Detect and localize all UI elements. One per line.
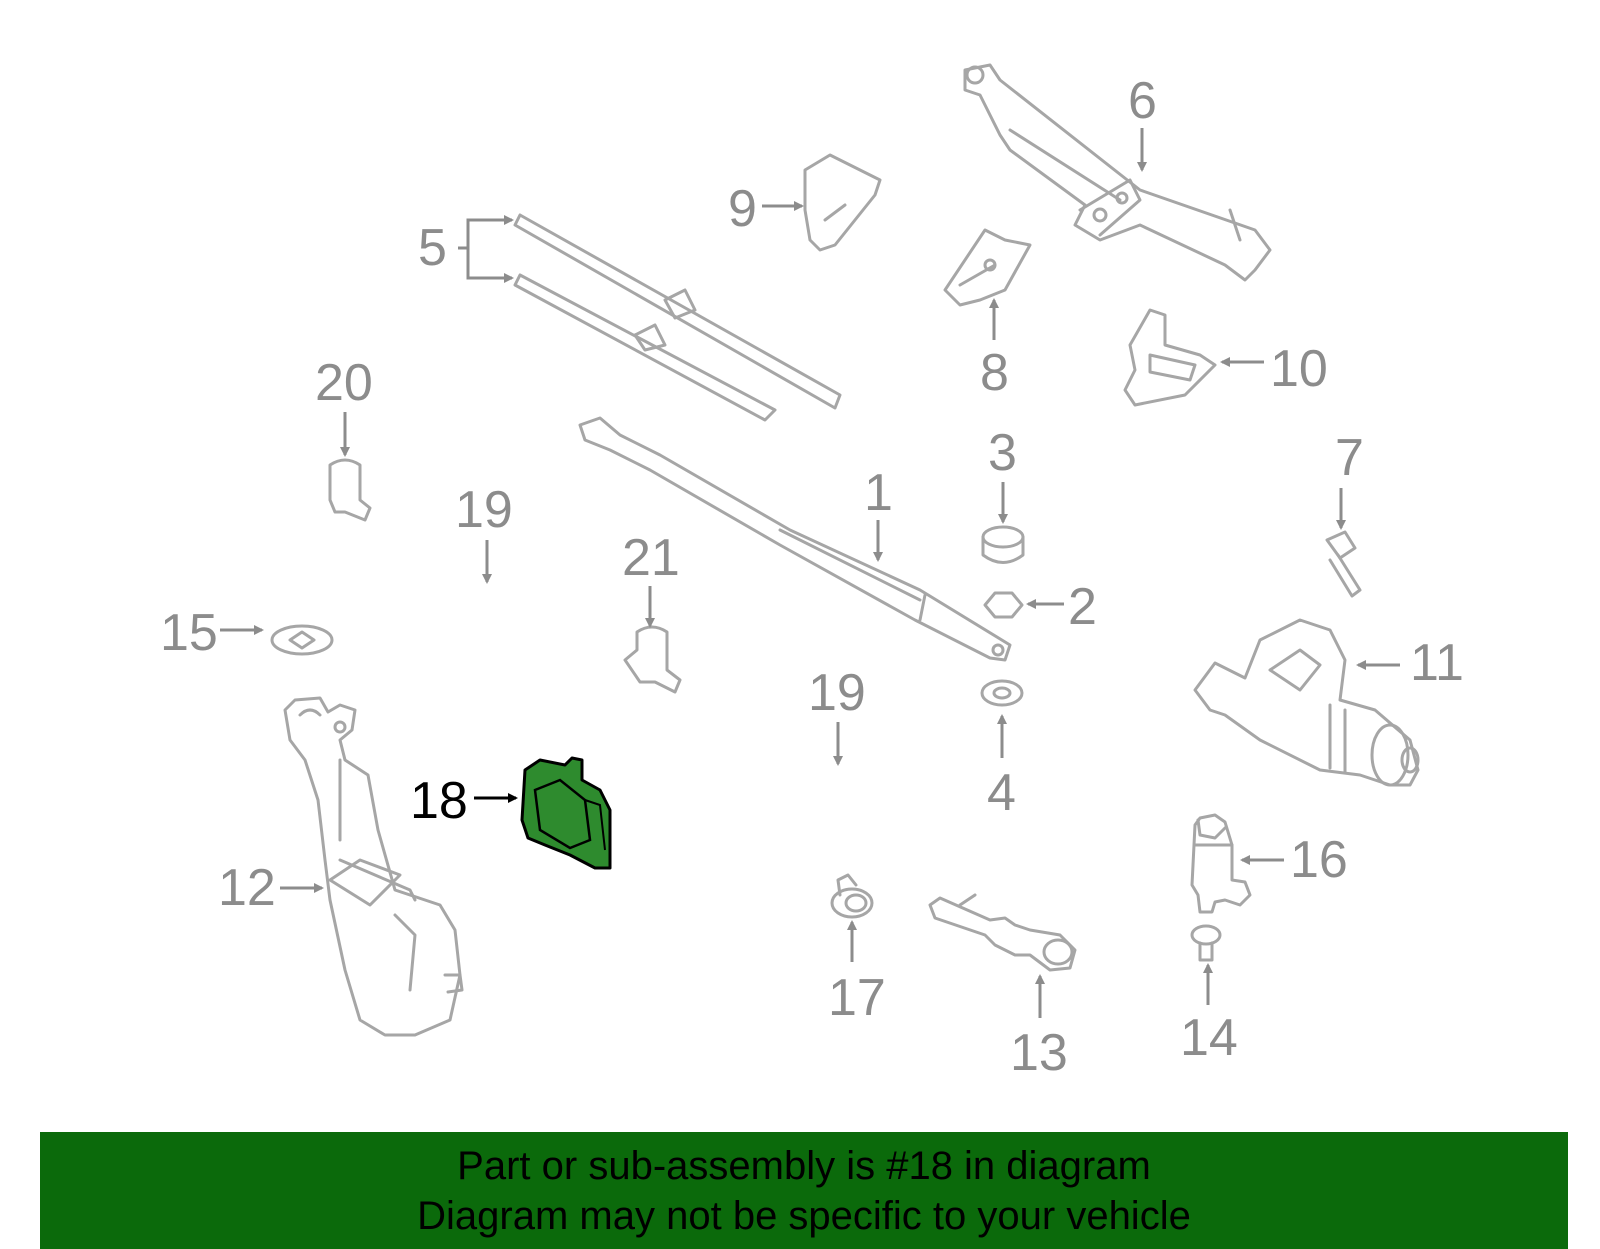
callout-11: 11 xyxy=(1356,634,1464,692)
callout-17: 17 xyxy=(828,920,886,1027)
part-3-cap xyxy=(981,525,1025,564)
part-17-grommet xyxy=(830,873,874,919)
callout-19a: 19 xyxy=(455,481,513,584)
callout-15: 15 xyxy=(160,604,264,662)
callout-5-label: 5 xyxy=(418,219,447,277)
callout-3-label: 3 xyxy=(988,424,1017,482)
callout-16: 16 xyxy=(1240,831,1348,889)
callout-1-label: 1 xyxy=(864,464,893,522)
callout-15-label: 15 xyxy=(160,604,218,662)
callout-4-label: 4 xyxy=(987,764,1016,822)
callout-12-label: 12 xyxy=(218,859,276,917)
callout-20: 20 xyxy=(315,354,373,457)
callout-21-label: 21 xyxy=(622,529,680,587)
callout-6: 6 xyxy=(1128,72,1157,172)
part-20-washer-nozzle xyxy=(328,458,372,522)
callout-19b-label: 19 xyxy=(808,664,866,722)
callout-9: 9 xyxy=(728,180,804,238)
callout-18-label: 18 xyxy=(410,772,468,830)
callout-14-label: 14 xyxy=(1180,1009,1238,1067)
callout-1: 1 xyxy=(864,464,893,562)
part-19-washer-hose-upper xyxy=(378,523,587,647)
callout-8: 8 xyxy=(980,298,1009,402)
part-11-wiper-motor xyxy=(1193,618,1420,787)
callout-3: 3 xyxy=(988,424,1017,524)
callout-13-label: 13 xyxy=(1010,1024,1068,1082)
callout-20-label: 20 xyxy=(315,354,373,412)
part-21-washer-nozzle xyxy=(623,625,682,694)
banner-line-1: Part or sub-assembly is #18 in diagram xyxy=(457,1143,1151,1188)
part-1-wiper-arm xyxy=(578,416,1012,662)
part-9-bracket xyxy=(803,153,882,252)
part-19-washer-hose-lower xyxy=(558,693,920,1072)
part-15-reservoir-cap xyxy=(270,624,334,656)
callout-19b: 19 xyxy=(808,664,866,766)
callout-19a-label: 19 xyxy=(455,481,513,539)
part-8-bracket xyxy=(943,228,1032,307)
callout-16-label: 16 xyxy=(1290,831,1348,889)
callout-6-label: 6 xyxy=(1128,72,1157,130)
callout-2-label: 2 xyxy=(1068,578,1097,636)
callout-21: 21 xyxy=(622,529,680,628)
part-10-bracket xyxy=(1123,308,1217,407)
part-12-washer-reservoir xyxy=(283,696,464,1037)
callout-2: 2 xyxy=(1026,578,1097,636)
callout-18: 18 xyxy=(410,772,518,830)
part-7-bolt xyxy=(1325,530,1362,598)
callout-4: 4 xyxy=(987,714,1016,822)
part-6-wiper-linkage xyxy=(963,63,1272,282)
part-2-nut xyxy=(983,591,1024,619)
callout-13: 13 xyxy=(1010,974,1068,1082)
banner-line-2: Diagram may not be specific to your vehi… xyxy=(417,1193,1191,1238)
part-5-wiper-blades xyxy=(513,213,842,422)
part-4-washer xyxy=(980,679,1024,707)
callout-17-label: 17 xyxy=(828,969,886,1027)
part-16-washer-pump xyxy=(1190,813,1252,914)
callout-5: 5 xyxy=(418,215,514,283)
callout-10: 10 xyxy=(1220,340,1328,398)
callout-12: 12 xyxy=(218,859,324,917)
callout-9-label: 9 xyxy=(728,180,757,238)
part-18-highlighted-sensor xyxy=(520,756,612,870)
callout-14: 14 xyxy=(1180,963,1238,1067)
part-13-connector xyxy=(928,893,1077,972)
callout-10-label: 10 xyxy=(1270,340,1328,398)
info-banner: Part or sub-assembly is #18 in diagram D… xyxy=(40,1132,1568,1249)
callout-7-label: 7 xyxy=(1335,429,1364,487)
callout-11-label: 11 xyxy=(1410,634,1464,692)
callout-8-label: 8 xyxy=(980,344,1009,402)
callout-7: 7 xyxy=(1335,429,1364,530)
part-14-screw xyxy=(1190,924,1222,962)
